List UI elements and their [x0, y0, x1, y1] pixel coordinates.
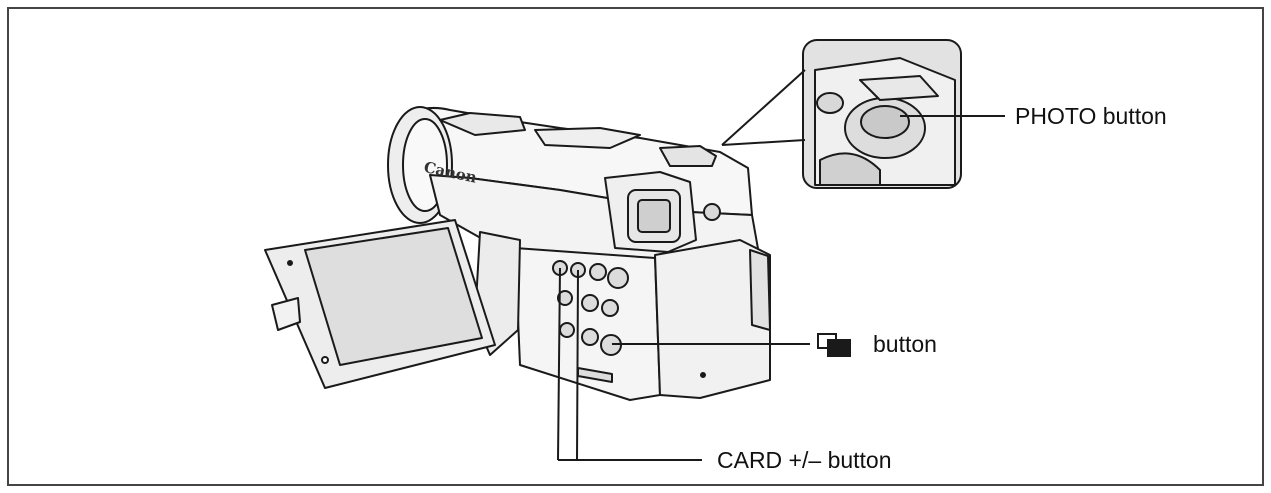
photo-button-inset — [802, 39, 962, 189]
inset-callout-lines — [721, 69, 806, 146]
leader-lines — [557, 115, 1005, 461]
view-button-label: button — [873, 331, 937, 357]
diagram-frame — [7, 7, 1264, 486]
card-button-label: CARD +/– button — [717, 447, 892, 473]
camcorder-illustration — [264, 106, 771, 401]
overlapping-rectangles-icon — [817, 333, 851, 357]
photo-button-label: PHOTO button — [1015, 103, 1167, 129]
